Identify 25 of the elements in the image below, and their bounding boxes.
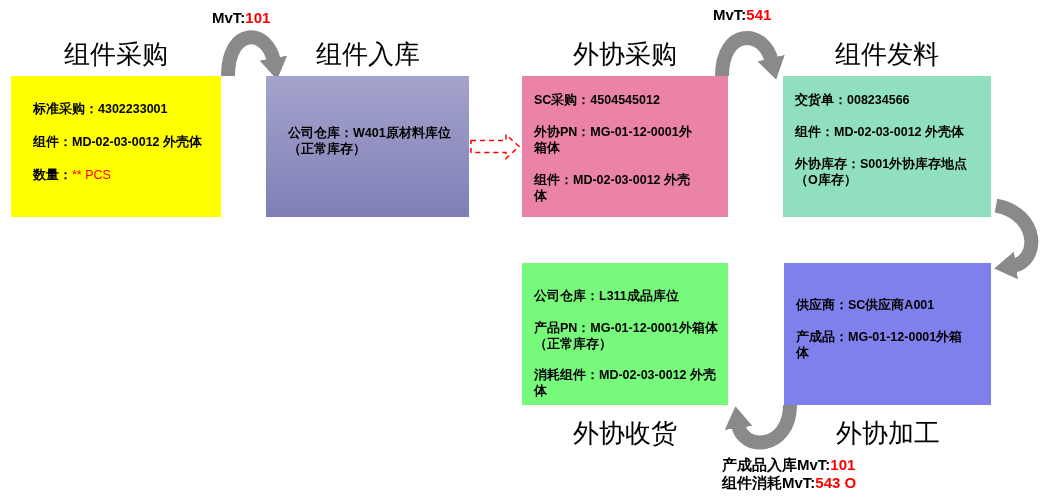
stage-heading: 组件入库 — [314, 38, 421, 70]
field-text: 标准采购：4302233001 — [33, 102, 168, 116]
arrow — [994, 198, 1039, 279]
field-text: 组件：MD-02-03-0012 外壳体 — [534, 173, 690, 203]
field-text: 产品PN：MG-01-12-0001外箱体（正常库存） — [534, 321, 718, 351]
field-text: 产成品：MG-01-12-0001外箱体 — [796, 330, 963, 360]
stage-heading: 外协加工 — [834, 417, 941, 449]
stage-heading: 外协采购 — [572, 38, 678, 70]
field-text: 数量： — [33, 168, 72, 182]
field-text: 公司仓库：W401原材料库位（正常库存） — [288, 126, 451, 156]
field-text: 外协库存：S001外协库存地点（O库存） — [795, 157, 968, 187]
stage-heading: 组件采购 — [63, 38, 169, 70]
value-text: ** PCS — [72, 168, 111, 182]
stage-heading: 外协收货 — [572, 417, 678, 449]
arrow — [715, 31, 784, 80]
field-text: SC采购：4504545012 — [534, 93, 660, 107]
arrow — [470, 132, 521, 161]
field-text: 组件：MD-02-03-0012 外壳体 — [33, 135, 202, 149]
field-text: 公司仓库：L311成品库位 — [534, 289, 679, 303]
stage-heading: 组件发料 — [834, 38, 940, 70]
field-text: 外协PN：MG-01-12-0001外箱体 — [534, 125, 692, 155]
field-text: 供应商：SC供应商A001 — [796, 298, 935, 312]
field-text: 消耗组件：MD-02-03-0012 外壳体 — [534, 368, 716, 398]
field-text: 交货单：008234566 — [795, 93, 910, 107]
field-text: 组件：MD-02-03-0012 外壳体 — [795, 125, 964, 139]
